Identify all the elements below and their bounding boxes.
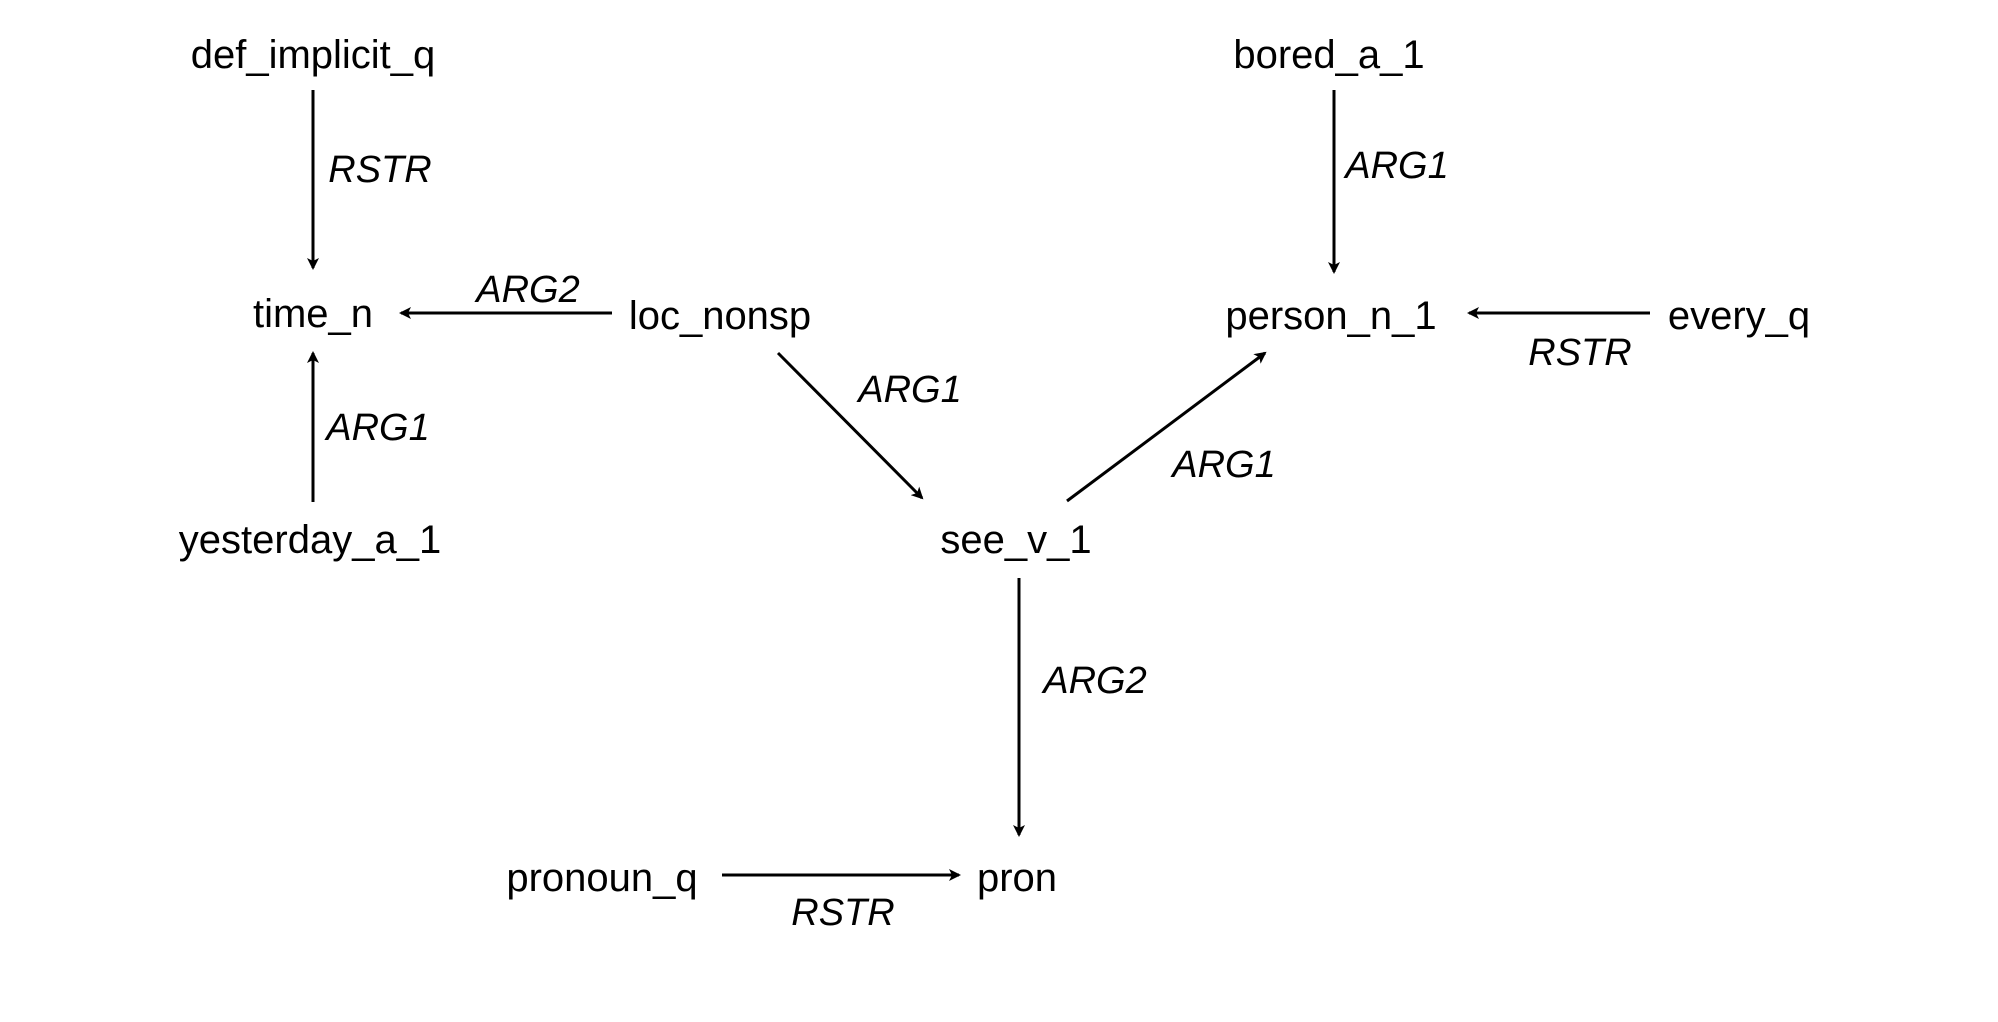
edge-label-rstr-def-implicit-q: RSTR — [328, 149, 432, 191]
edge-loc-nonsp-to-see-v-1 — [776, 351, 924, 500]
node-time-n: time_n — [252, 292, 374, 336]
node-person-n-1: person_n_1 — [1225, 294, 1437, 338]
edge-label-arg1-loc-nonsp: ARG1 — [858, 369, 962, 411]
node-loc-nonsp: loc_nonsp — [628, 294, 812, 338]
node-see-v-1: see_v_1 — [940, 518, 1092, 562]
edge-label-arg1-bored-a-1: ARG1 — [1345, 145, 1449, 187]
node-every-q: every_q — [1667, 294, 1811, 338]
edge-label-rstr-every-q: RSTR — [1528, 332, 1632, 374]
node-yesterday-a-1: yesterday_a_1 — [178, 518, 442, 562]
edge-group — [307, 90, 1650, 881]
edge-label-arg1-yesterday-a-1: ARG1 — [326, 407, 430, 449]
node-pron: pron — [976, 856, 1058, 900]
node-def-implicit-q: def_implicit_q — [190, 33, 436, 77]
edge-label-arg2-loc-nonsp: ARG2 — [476, 269, 580, 311]
node-bored-a-1: bored_a_1 — [1233, 33, 1425, 77]
edge-label-arg2-see-v-1: ARG2 — [1043, 660, 1147, 702]
node-pronoun-q: pronoun_q — [506, 856, 698, 900]
edge-label-rstr-pronoun-q: RSTR — [791, 892, 895, 934]
edge-see-v-1-to-person-n-1 — [1066, 351, 1267, 503]
edge-label-arg1-see-v-1: ARG1 — [1172, 444, 1276, 486]
